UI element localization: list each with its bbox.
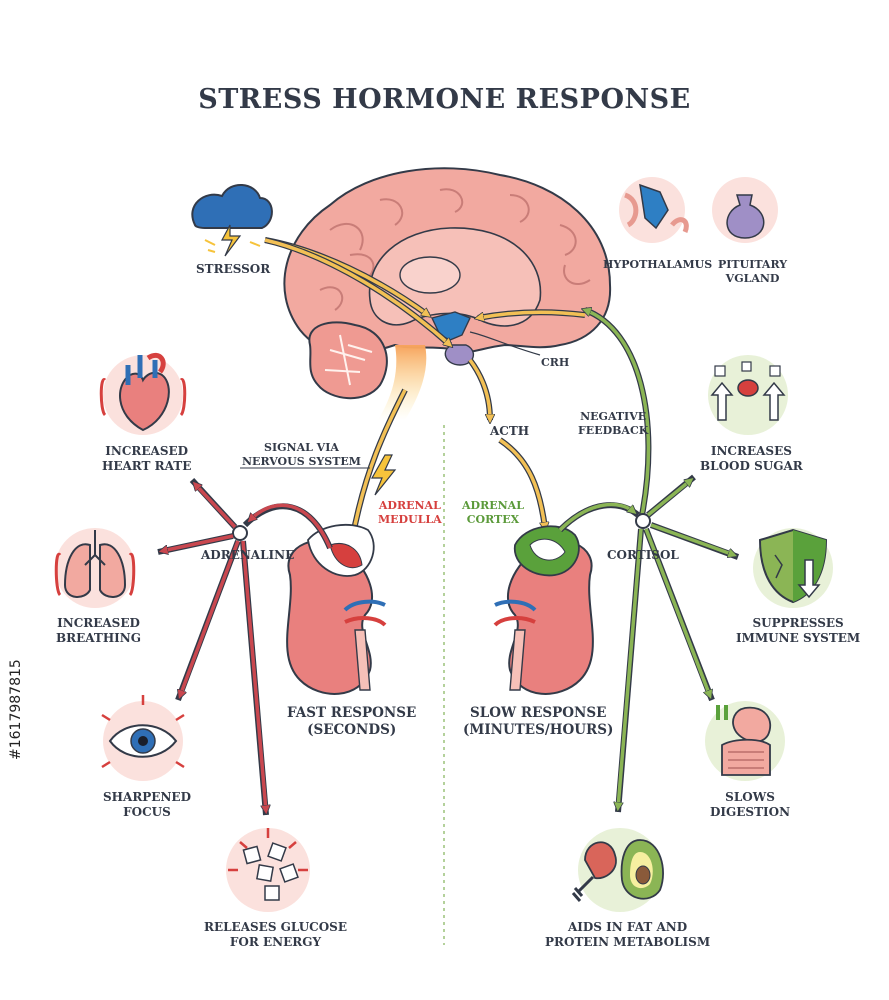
hypothalamus-label: HYPOTHALAMUS	[603, 258, 713, 271]
left-kidney	[286, 523, 387, 695]
diagram-title: STRESS HORMONE RESPONSE	[198, 84, 691, 115]
fast-response-label: FAST RESPONSE(SECONDS)	[287, 705, 417, 738]
brain-illustration	[283, 167, 612, 420]
storm-cloud-icon	[191, 184, 273, 257]
digestion-icon	[705, 701, 785, 781]
crh-label: CRH	[541, 356, 570, 369]
slow-response-label: SLOW RESPONSE(MINUTES/HOURS)	[463, 705, 614, 738]
acth-label: ACTH	[490, 424, 530, 438]
stressor-label: STRESSOR	[196, 262, 271, 276]
stock-id-text: #1617987815	[8, 659, 24, 760]
food-icon	[571, 828, 664, 912]
glucose-cubes-icon	[226, 828, 310, 912]
cortisol-label: CORTISOL	[607, 548, 679, 562]
cortisol-node	[635, 513, 651, 529]
adrenaline-node	[232, 525, 248, 541]
blood-sugar-icon	[708, 355, 788, 435]
lungs-icon	[54, 528, 136, 608]
immune-shield-icon	[753, 528, 833, 608]
eye-icon	[101, 695, 185, 781]
adrenaline-label: ADRENALINE	[201, 548, 295, 562]
right-kidney	[493, 525, 594, 695]
heart-icon	[99, 352, 187, 435]
lightning-icon	[370, 454, 397, 496]
